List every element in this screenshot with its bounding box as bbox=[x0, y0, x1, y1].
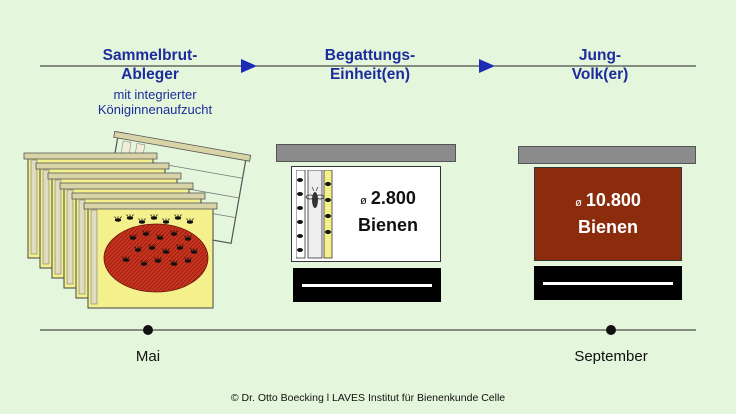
timeline bbox=[40, 325, 696, 335]
stage-2-title: Begattungs- Einheit(en) bbox=[290, 46, 450, 84]
hive-lid-large bbox=[518, 146, 696, 164]
arrow-right-icon bbox=[479, 59, 495, 73]
footer-credit: © Dr. Otto Boecking l LAVES Institut für… bbox=[0, 392, 736, 404]
stage-3-title-line1: Jung- bbox=[578, 47, 622, 64]
stage-3-title-line2: Volk(er) bbox=[571, 66, 629, 83]
arrow-right-icon bbox=[241, 59, 257, 73]
bee-icon bbox=[305, 186, 325, 208]
copyright-symbol: © bbox=[230, 392, 239, 404]
timeline-marker-start bbox=[143, 325, 153, 335]
stage-1-subtitle: mit integrierter Königinnenaufzucht bbox=[60, 87, 250, 117]
stage-1-title: Sammelbrut- Ableger bbox=[60, 46, 240, 84]
hive-body-large bbox=[534, 167, 682, 261]
flow-line bbox=[40, 59, 696, 73]
stage-2-title-line2: Einheit(en) bbox=[329, 66, 411, 83]
diameter-symbol: ø bbox=[575, 197, 582, 209]
footer-text: Dr. Otto Boecking l LAVES Institut für B… bbox=[241, 392, 506, 404]
stage-1-subtitle-line2: Königinnenaufzucht bbox=[97, 102, 213, 117]
small-unit-label: Bienen bbox=[357, 215, 418, 235]
stage-2-title-line1: Begattungs- bbox=[324, 47, 416, 64]
stage-1-title-line2: Ableger bbox=[121, 66, 179, 83]
timeline-start-label: Mai bbox=[135, 348, 161, 365]
comb-frame-icon bbox=[84, 203, 217, 308]
hive-entrance-icon bbox=[534, 266, 682, 300]
hive-lid-small bbox=[276, 144, 456, 162]
large-unit-label: Bienen bbox=[577, 217, 638, 237]
timeline-marker-end bbox=[606, 325, 616, 335]
stage-1-subtitle-line1: mit integrierter bbox=[113, 87, 197, 102]
timeline-end-label: September bbox=[574, 348, 648, 365]
comb-frames-illustration bbox=[18, 130, 252, 310]
hive-entrance-icon bbox=[293, 268, 441, 302]
comb-strip-illustration bbox=[296, 170, 333, 259]
diameter-symbol: ø bbox=[360, 195, 367, 207]
stage-3-title: Jung- Volk(er) bbox=[540, 46, 660, 84]
stage-1-title-line1: Sammelbrut- bbox=[102, 47, 198, 64]
small-unit-count: 2.800 bbox=[370, 188, 416, 208]
large-unit-count: 10.800 bbox=[585, 190, 641, 210]
